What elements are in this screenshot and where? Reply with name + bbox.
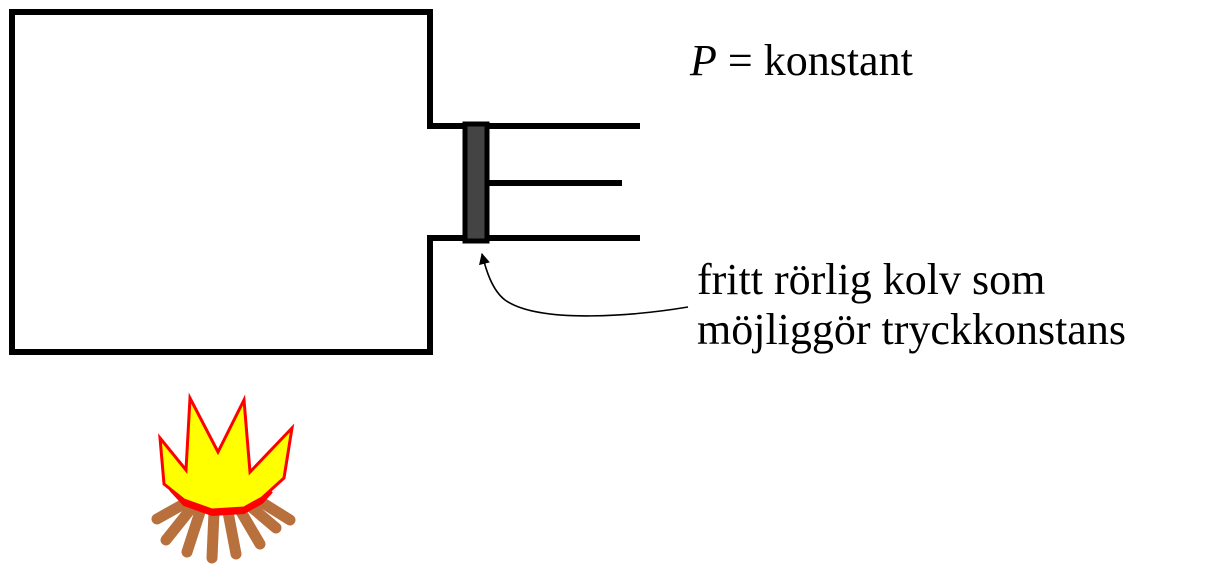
pressure-symbol: P [689, 36, 717, 85]
pointer-arrow [479, 252, 689, 317]
firewood-logs [151, 494, 296, 564]
container-outline [9, 9, 433, 355]
piston-caption-line2: möjliggör tryckkonstans [697, 305, 1126, 354]
pressure-label: P = konstant [689, 36, 913, 85]
flame-base [169, 489, 273, 517]
piston-head [462, 121, 490, 244]
campfire-icon [151, 392, 296, 564]
pressure-value: = konstant [717, 36, 913, 85]
piston-caption-line1: fritt rörlig kolv som [697, 255, 1045, 304]
